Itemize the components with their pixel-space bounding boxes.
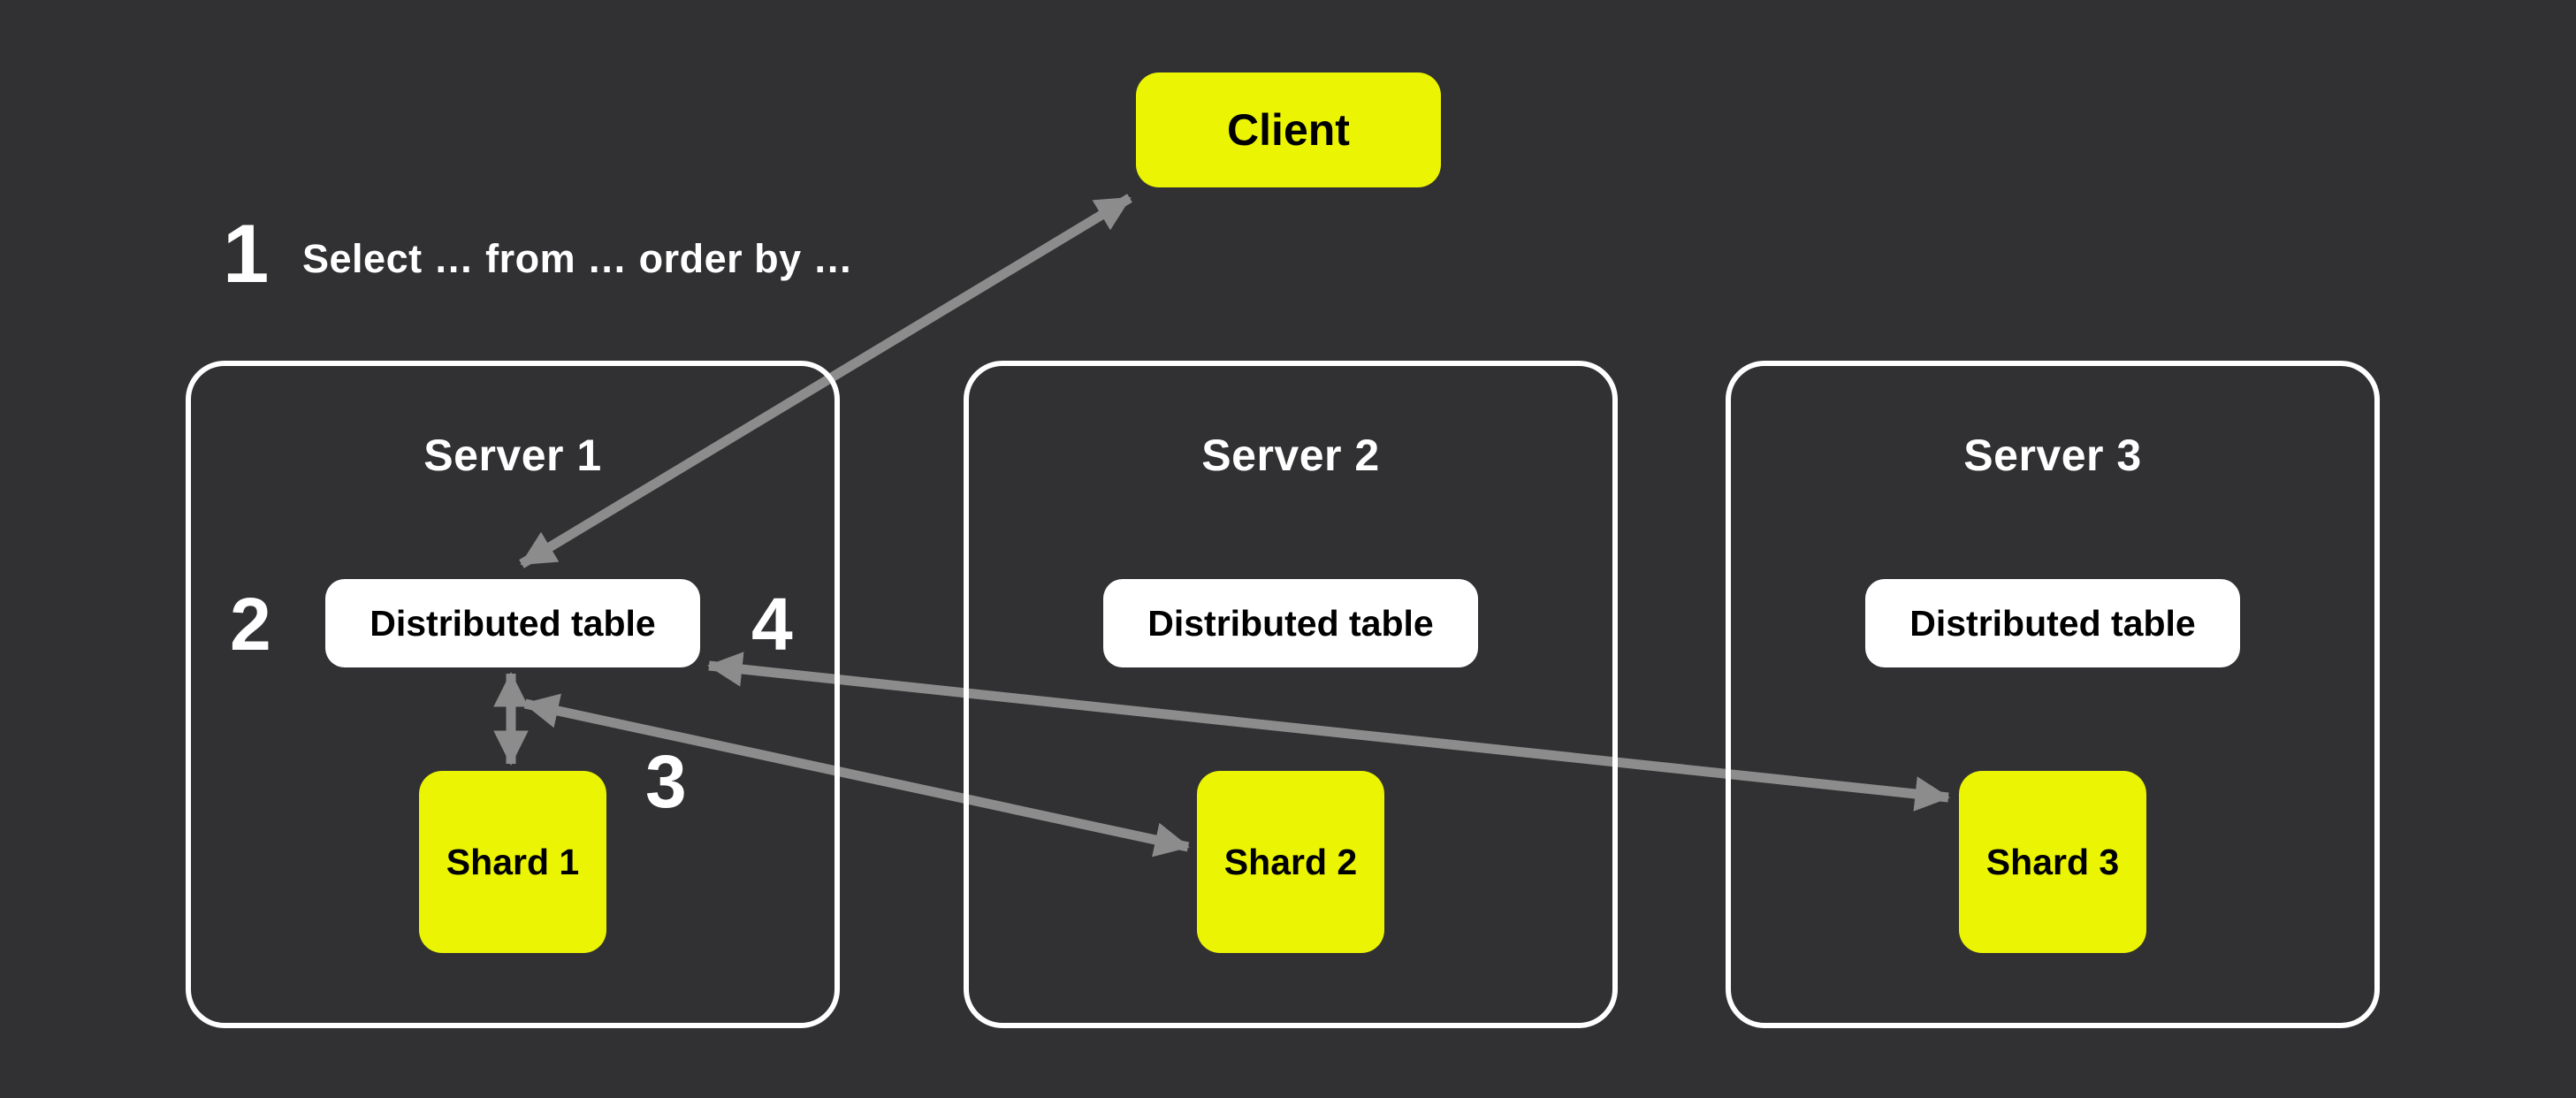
server-2-shard-node: Shard 2 — [1197, 771, 1384, 953]
client-node: Client — [1136, 72, 1441, 187]
server-2-title: Server 2 — [1201, 431, 1380, 480]
client-label: Client — [1227, 105, 1350, 155]
server-3-title: Server 3 — [1963, 431, 2142, 480]
server-1-box: Server 1 Distributed table Shard 1 — [186, 361, 840, 1028]
step-4-label: 4 — [751, 583, 793, 666]
server-2-shard-label: Shard 2 — [1223, 841, 1358, 882]
server-1-title: Server 1 — [423, 431, 602, 480]
server-1-distributed-table-label: Distributed table — [370, 602, 656, 644]
server-2-box: Server 2 Distributed table Shard 2 — [964, 361, 1618, 1028]
server-2-distributed-table-node: Distributed table — [1103, 579, 1478, 667]
server-3-distributed-table-node: Distributed table — [1865, 579, 2240, 667]
server-1-distributed-table-node: Distributed table — [325, 579, 700, 667]
server-3-shard-label: Shard 3 — [1985, 841, 2120, 882]
server-3-shard-node: Shard 3 — [1959, 771, 2146, 953]
server-1-shard-node: Shard 1 — [419, 771, 606, 953]
step-1-query-text: Select … from … order by … — [302, 236, 854, 281]
server-1-shard-label: Shard 1 — [446, 841, 580, 882]
step-1-number: 1 — [223, 207, 270, 300]
server-3-box: Server 3 Distributed table Shard 3 — [1726, 361, 2380, 1028]
step-3-label: 3 — [645, 740, 687, 823]
step-2-label: 2 — [230, 583, 271, 666]
server-3-distributed-table-label: Distributed table — [1909, 602, 2196, 644]
server-2-distributed-table-label: Distributed table — [1147, 602, 1434, 644]
